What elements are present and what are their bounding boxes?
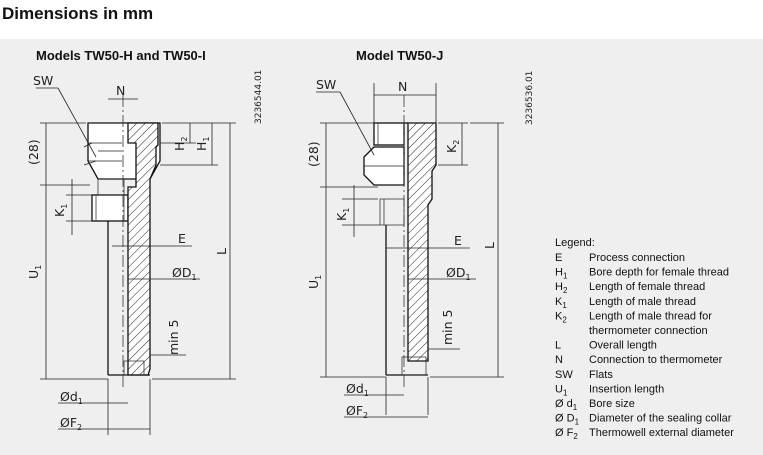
right-d1big-label: ØD1 <box>446 265 471 282</box>
legend-symbol: H1 <box>555 267 568 281</box>
legend-symbol: E <box>555 252 562 264</box>
left-d1big-label: ØD1 <box>172 265 197 282</box>
left-heading: Models TW50-H and TW50-I <box>36 48 206 63</box>
legend-description: Flats <box>589 369 613 381</box>
left-dimensions <box>36 87 236 435</box>
page-title: Dimensions in mm <box>2 4 154 23</box>
drawing-panel: Models TW50-H and TW50-I 3236544.01 <box>0 39 763 455</box>
legend-description: Length of male thread for <box>589 310 712 322</box>
left-tip <box>123 360 145 376</box>
legend-symbol: Ø d1 <box>555 398 578 412</box>
right-e-label: E <box>454 233 462 248</box>
left-28-label: (28) <box>26 139 41 165</box>
right-sw-label: SW <box>316 77 336 92</box>
right-section-hatch <box>407 122 437 362</box>
right-min5-label: min 5 <box>440 310 455 346</box>
left-drawing-number: 3236544.01 <box>254 70 264 124</box>
legend-symbol: SW <box>555 369 573 381</box>
left-h1-label: H1 <box>194 137 211 152</box>
legend-description: Thermowell external diameter <box>589 427 734 439</box>
right-tip <box>401 356 427 376</box>
right-d1small-label: Ød1 <box>346 381 369 398</box>
right-l-label: L <box>482 242 497 249</box>
right-k2-label: K2 <box>444 140 461 153</box>
legend-symbol: Ø D1 <box>555 413 580 427</box>
left-drawing: Models TW50-H and TW50-I 3236544.01 <box>26 48 264 435</box>
left-min5-label: min 5 <box>166 320 181 356</box>
legend-symbol: K1 <box>555 296 567 310</box>
legend-symbol: N <box>555 354 563 366</box>
legend-description: Process connection <box>589 252 685 264</box>
legend-title: Legend: <box>555 237 595 249</box>
legend-symbol: U1 <box>555 383 568 397</box>
left-section-hatch <box>127 122 159 376</box>
right-28-label: (28) <box>306 141 321 167</box>
left-d1small-label: Ød1 <box>60 389 83 406</box>
left-f2-label: ØF2 <box>60 415 82 432</box>
legend-description: Length of female thread <box>589 281 705 293</box>
legend-description: Bore depth for female thread <box>589 267 729 279</box>
legend-description: Overall length <box>589 340 657 352</box>
legend-description: Bore size <box>589 398 635 410</box>
legend-description: thermometer connection <box>589 325 708 337</box>
left-u1-label: U1 <box>26 265 43 279</box>
right-f2-label: ØF2 <box>346 403 368 420</box>
right-n-label: N <box>398 79 407 94</box>
right-drawing-number: 3236536.01 <box>525 71 535 125</box>
legend-description: Connection to thermometer <box>589 354 723 366</box>
right-k1-label: K1 <box>334 208 351 221</box>
right-hex-head <box>363 122 405 226</box>
legend-symbol: L <box>555 340 561 352</box>
left-n-label: N <box>116 83 125 98</box>
legend-description: Length of male thread <box>589 296 696 308</box>
left-k1-label: K1 <box>52 204 69 217</box>
left-h2-label: H2 <box>172 137 189 152</box>
right-heading: Model TW50-J <box>356 48 443 63</box>
left-sw-label: SW <box>33 73 53 88</box>
left-e-label: E <box>178 231 186 246</box>
legend-description: Diameter of the sealing collar <box>589 413 732 425</box>
legend-symbol: K2 <box>555 310 567 324</box>
legend-symbol: H2 <box>555 281 568 295</box>
left-l-label: L <box>214 248 229 255</box>
technical-drawing: Models TW50-H and TW50-I 3236544.01 <box>26 48 734 441</box>
legend-description: Insertion length <box>589 383 664 395</box>
right-u1-label: U1 <box>306 275 323 289</box>
legend-symbol: Ø F2 <box>555 427 578 441</box>
right-dimensions <box>316 83 504 418</box>
right-drawing: Model TW50-J 3236536.01 <box>306 48 535 420</box>
